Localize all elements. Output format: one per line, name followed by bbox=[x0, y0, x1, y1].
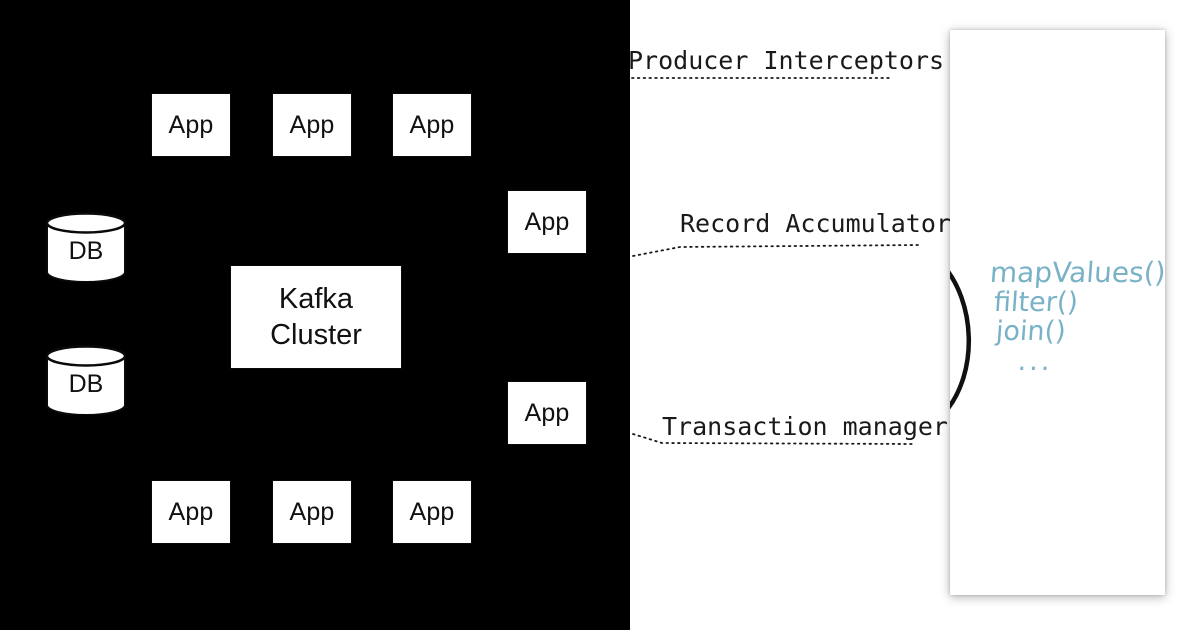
app-node-label: App bbox=[524, 398, 570, 427]
annotations-panel: Producer Interceptors Record Accumulator… bbox=[630, 0, 1200, 630]
app-node-top-2[interactable]: App bbox=[272, 93, 352, 157]
app-node-right-2[interactable]: App bbox=[507, 381, 587, 445]
app-node-bottom-1[interactable]: App bbox=[151, 480, 231, 544]
app-node-label: App bbox=[289, 497, 335, 526]
database-cylinder-icon bbox=[46, 212, 126, 282]
database-node-label: DB bbox=[68, 236, 104, 265]
kafka-cluster-label-line2: Cluster bbox=[270, 319, 362, 351]
app-node-bottom-2[interactable]: App bbox=[272, 480, 352, 544]
dsl-operators-card: mapValues() filter() join() ... bbox=[950, 30, 1165, 595]
kafka-cluster-label-line1: Kafka bbox=[278, 282, 354, 315]
app-node-label: App bbox=[409, 110, 455, 139]
database-node-2[interactable]: DB bbox=[46, 345, 126, 415]
app-node-bottom-3[interactable]: App bbox=[392, 480, 472, 544]
dsl-operator-mapvalues: mapValues() bbox=[988, 256, 1165, 289]
app-node-label: App bbox=[524, 207, 570, 236]
app-node-top-3[interactable]: App bbox=[392, 93, 472, 157]
app-node-label: App bbox=[409, 497, 455, 526]
kafka-cluster-node[interactable]: Kafka Cluster bbox=[230, 265, 402, 369]
closing-bracket-icon bbox=[950, 260, 984, 415]
annotation-producer-interceptors: Producer Interceptors bbox=[630, 46, 945, 75]
dsl-operator-filter: filter() bbox=[992, 287, 1079, 319]
dsl-operator-join: join() bbox=[994, 316, 1067, 348]
app-node-label: App bbox=[289, 110, 335, 139]
database-node-label: DB bbox=[68, 369, 104, 398]
database-node-1[interactable]: DB bbox=[46, 212, 126, 282]
app-node-top-1[interactable]: App bbox=[151, 93, 231, 157]
app-node-right-1[interactable]: App bbox=[507, 190, 587, 254]
annotation-record-accumulator: Record Accumulator bbox=[680, 209, 951, 238]
dsl-operator-list: mapValues() filter() join() ... bbox=[988, 256, 1165, 377]
app-node-label: App bbox=[168, 110, 214, 139]
annotation-transaction-manager: Transaction manager bbox=[662, 412, 948, 441]
leader-line-transaction-manager bbox=[630, 430, 920, 452]
leader-line-record-accumulator bbox=[630, 234, 925, 262]
app-node-label: App bbox=[168, 497, 214, 526]
database-cylinder-icon bbox=[46, 345, 126, 415]
dsl-operator-ellipsis: ... bbox=[1016, 345, 1054, 377]
leader-line-producer-interceptors bbox=[630, 74, 896, 82]
kafka-architecture-panel: App App App App App App App App bbox=[0, 0, 630, 630]
